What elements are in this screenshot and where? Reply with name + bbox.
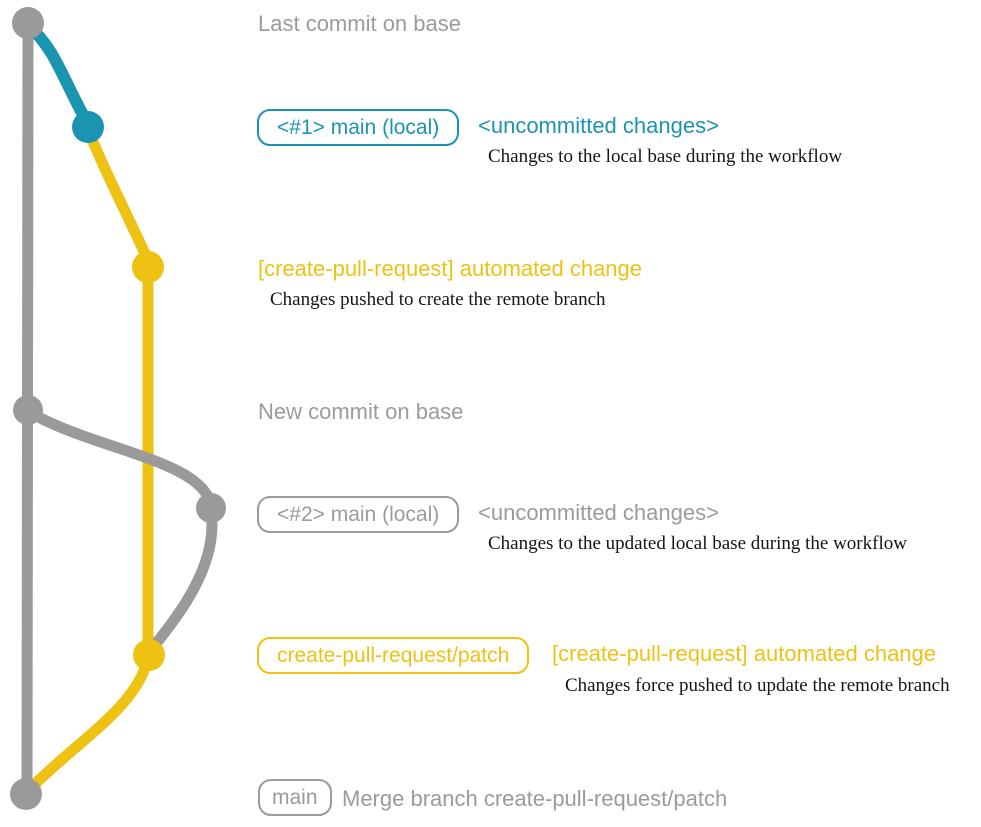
description-local-base-changes-2: Changes to the updated local base during…: [488, 533, 907, 554]
label-last-commit-on-base: Last commit on base: [258, 11, 461, 36]
patch-merge-curve: [21, 650, 154, 798]
label-uncommitted-changes-2: <uncommitted changes>: [478, 500, 719, 525]
label-automated-change-1: [create-pull-request] automated change: [258, 256, 643, 281]
branch-badge-patch: create-pull-request/patch: [257, 637, 530, 674]
commit-dot-local-main-1: [72, 111, 104, 143]
description-local-base-changes-1: Changes to the local base during the wor…: [488, 146, 843, 167]
commit-dot-local-main-2: [196, 493, 226, 523]
updated-local-branch-curve: [23, 406, 217, 511]
commit-dot-last-base: [12, 7, 44, 39]
git-graph: [10, 7, 226, 810]
label-merge-branch: Merge branch create-pull-request/patch: [342, 786, 728, 811]
rebase-curve: [145, 505, 218, 656]
label-automated-change-2: [create-pull-request] automated change: [552, 641, 937, 666]
description-push-create-branch: Changes pushed to create the remote bran…: [270, 289, 606, 310]
label-new-commit-on-base: New commit on base: [258, 399, 464, 424]
commit-dot-new-base: [13, 395, 43, 425]
branch-badge-main-local-1: <#1> main (local): [257, 109, 460, 146]
commit-dot-automated-1: [132, 251, 164, 283]
description-force-push-branch: Changes force pushed to update the remot…: [565, 675, 950, 696]
commit-dot-automated-2: [133, 639, 165, 671]
local-main-branch-curve: [23, 20, 93, 128]
commit-dot-merge: [10, 778, 42, 810]
patch-branch-curve-top: [83, 126, 153, 264]
branch-badge-main: main: [258, 779, 332, 816]
label-uncommitted-changes-1: <uncommitted changes>: [478, 113, 719, 138]
branch-badge-main-local-2: <#2> main (local): [257, 496, 460, 533]
